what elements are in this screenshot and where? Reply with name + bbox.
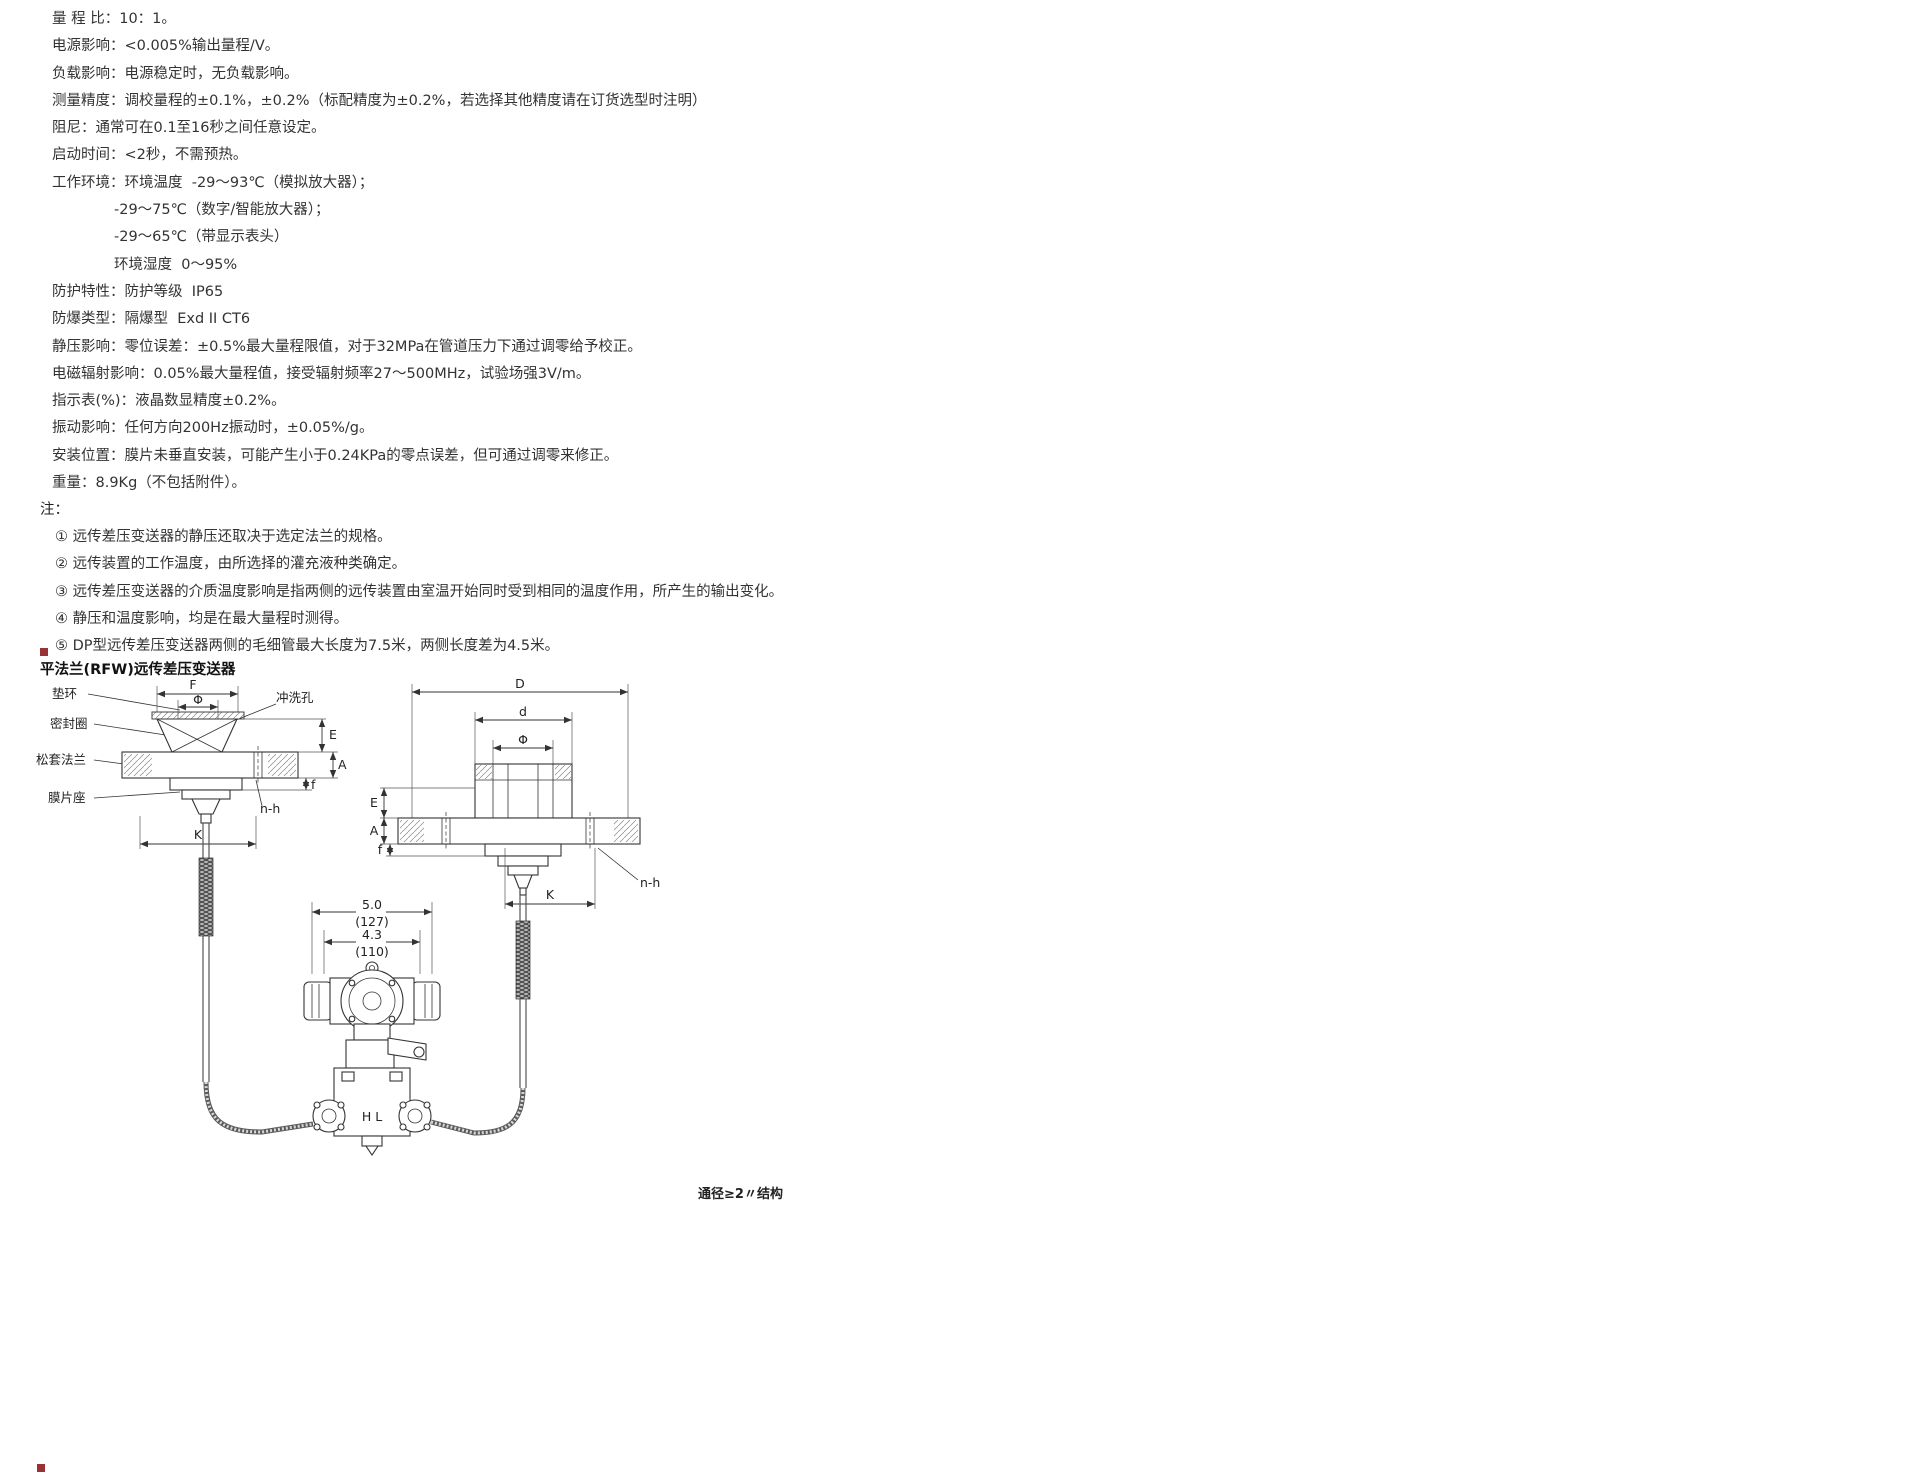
diagram-title: 平法兰(RFW)远传差压变送器 xyxy=(40,662,236,678)
red-marker-icon-bottom xyxy=(37,1464,45,1472)
note-item: ① 远传差压变送器的静压还取决于选定法兰的规格。 xyxy=(55,529,392,545)
note-item: ④ 静压和温度影响，均是在最大量程时测得。 xyxy=(55,610,349,627)
spec-line: 静压影响：零位误差：±0.5%最大量程限值，对于32MPa在管道压力下通过调零给… xyxy=(52,338,642,355)
spec-line: 阻尼：通常可在0.1至16秒之间任意设定。 xyxy=(52,120,326,137)
part-label-washer-ring: 垫环 xyxy=(52,686,77,701)
spec-line: 防护特性：防护等级 IP65 xyxy=(52,283,224,300)
spec-line: 指示表(%)：液晶数显精度±0.2%。 xyxy=(52,393,286,410)
spec-line: 电源影响：<0.005%输出量程/V。 xyxy=(52,38,280,55)
spec-list: 量 程 比：10：1。 电源影响：<0.005%输出量程/V。 负载影响：电源稳… xyxy=(0,6,1500,497)
dim-label-d: d xyxy=(519,704,527,719)
dim-label-A-left: A xyxy=(338,757,347,772)
note-item: ⑤ DP型远传差压变送器两侧的毛细管最大长度为7.5米，两侧长度差为4.5米。 xyxy=(55,638,560,655)
spec-line: 安装位置：膜片未垂直安装，可能产生小于0.24KPa的零点误差，但可通过调零来修… xyxy=(52,447,619,464)
spec-line: 启动时间：<2秒，不需预热。 xyxy=(52,147,248,164)
dim-label-K-right: K xyxy=(546,887,555,902)
spec-line: 测量精度：调校量程的±0.1%，±0.2%（标配精度为±0.2%，若选择其他精度… xyxy=(52,92,707,109)
dim-label-K-left: K xyxy=(194,827,203,842)
part-label-loose-flange: 松套法兰 xyxy=(36,752,86,767)
right-capillary-tube xyxy=(430,895,531,1136)
dim-label-5-0: 5.0 xyxy=(362,897,382,912)
notes-title: 注： xyxy=(40,502,69,518)
dim-label-f-right: f xyxy=(378,842,383,857)
dim-label-F: F xyxy=(189,677,196,692)
transmitter-body: 5.0 (127) 4.3 (110) xyxy=(303,897,441,1156)
spec-line: 振动影响：任何方向200Hz振动时，±0.05%/g。 xyxy=(52,420,374,437)
spec-line: 电磁辐射影响：0.05%最大量程值，接受辐射频率27～500MHz，试验场强3V… xyxy=(52,365,591,382)
spec-line: 负载影响：电源稳定时，无负载影响。 xyxy=(52,65,299,82)
left-flange-section-view: 垫环 密封圈 松套法兰 膜片座 冲洗孔 F Φ xyxy=(36,677,347,849)
part-label-seal-ring: 密封圈 xyxy=(50,716,88,731)
dim-label-phi-left: Φ xyxy=(193,692,203,707)
dim-label-nh-right: n-h xyxy=(640,875,660,890)
dim-label-4-3: 4.3 xyxy=(362,927,382,942)
dim-label-127: (127) xyxy=(355,914,389,929)
spec-line: 重量：8.9Kg（不包括附件）。 xyxy=(52,475,247,492)
dim-label-f-left: f xyxy=(311,777,316,792)
dim-label-E-left: E xyxy=(329,727,337,742)
spec-line-continuation: -29～75℃（数字/智能放大器）； xyxy=(114,202,330,219)
dim-label-phi-right: Φ xyxy=(518,732,528,747)
note-item: ② 远传装置的工作温度，由所选择的灌充液种类确定。 xyxy=(55,556,407,573)
dim-label-A-right: A xyxy=(370,823,379,838)
armored-coil-section xyxy=(198,857,214,937)
spec-line-continuation: -29～65℃（带显示表头） xyxy=(114,229,289,246)
red-marker-icon xyxy=(40,648,48,656)
technical-drawing: 垫环 密封圈 松套法兰 膜片座 冲洗孔 F Φ xyxy=(36,676,660,1156)
part-label-diaphragm-seat: 膜片座 xyxy=(48,790,86,805)
left-capillary-tube xyxy=(198,823,314,1135)
spec-line: 量 程 比：10：1。 xyxy=(52,11,176,27)
spec-line: 防爆类型：隔爆型 Exd II CT6 xyxy=(52,311,251,328)
flush-hole-label: 冲洗孔 xyxy=(276,690,314,705)
spec-line: 工作环境：环境温度 -29～93℃（模拟放大器）； xyxy=(52,174,374,191)
note-item: ③ 远传差压变送器的介质温度影响是指两侧的远传装置由室温开始同时受到相同的温度作… xyxy=(55,583,784,600)
dim-label-110: (110) xyxy=(355,944,389,959)
dim-label-D: D xyxy=(515,676,525,691)
right-flange-view: D d Φ xyxy=(370,676,660,909)
diagram-caption: 通径≥2〃结构 xyxy=(698,1187,783,1202)
dim-label-nh-left: n-h xyxy=(260,801,280,816)
notes-section: 注： ① 远传差压变送器的静压还取决于选定法兰的规格。 ② 远传装置的工作温度，… xyxy=(0,497,1500,660)
armored-coil-section xyxy=(515,920,531,1000)
port-marks-label: H L xyxy=(362,1109,382,1124)
dim-label-E-right: E xyxy=(370,795,378,810)
spec-line-continuation: 环境湿度 0～95% xyxy=(114,256,238,273)
